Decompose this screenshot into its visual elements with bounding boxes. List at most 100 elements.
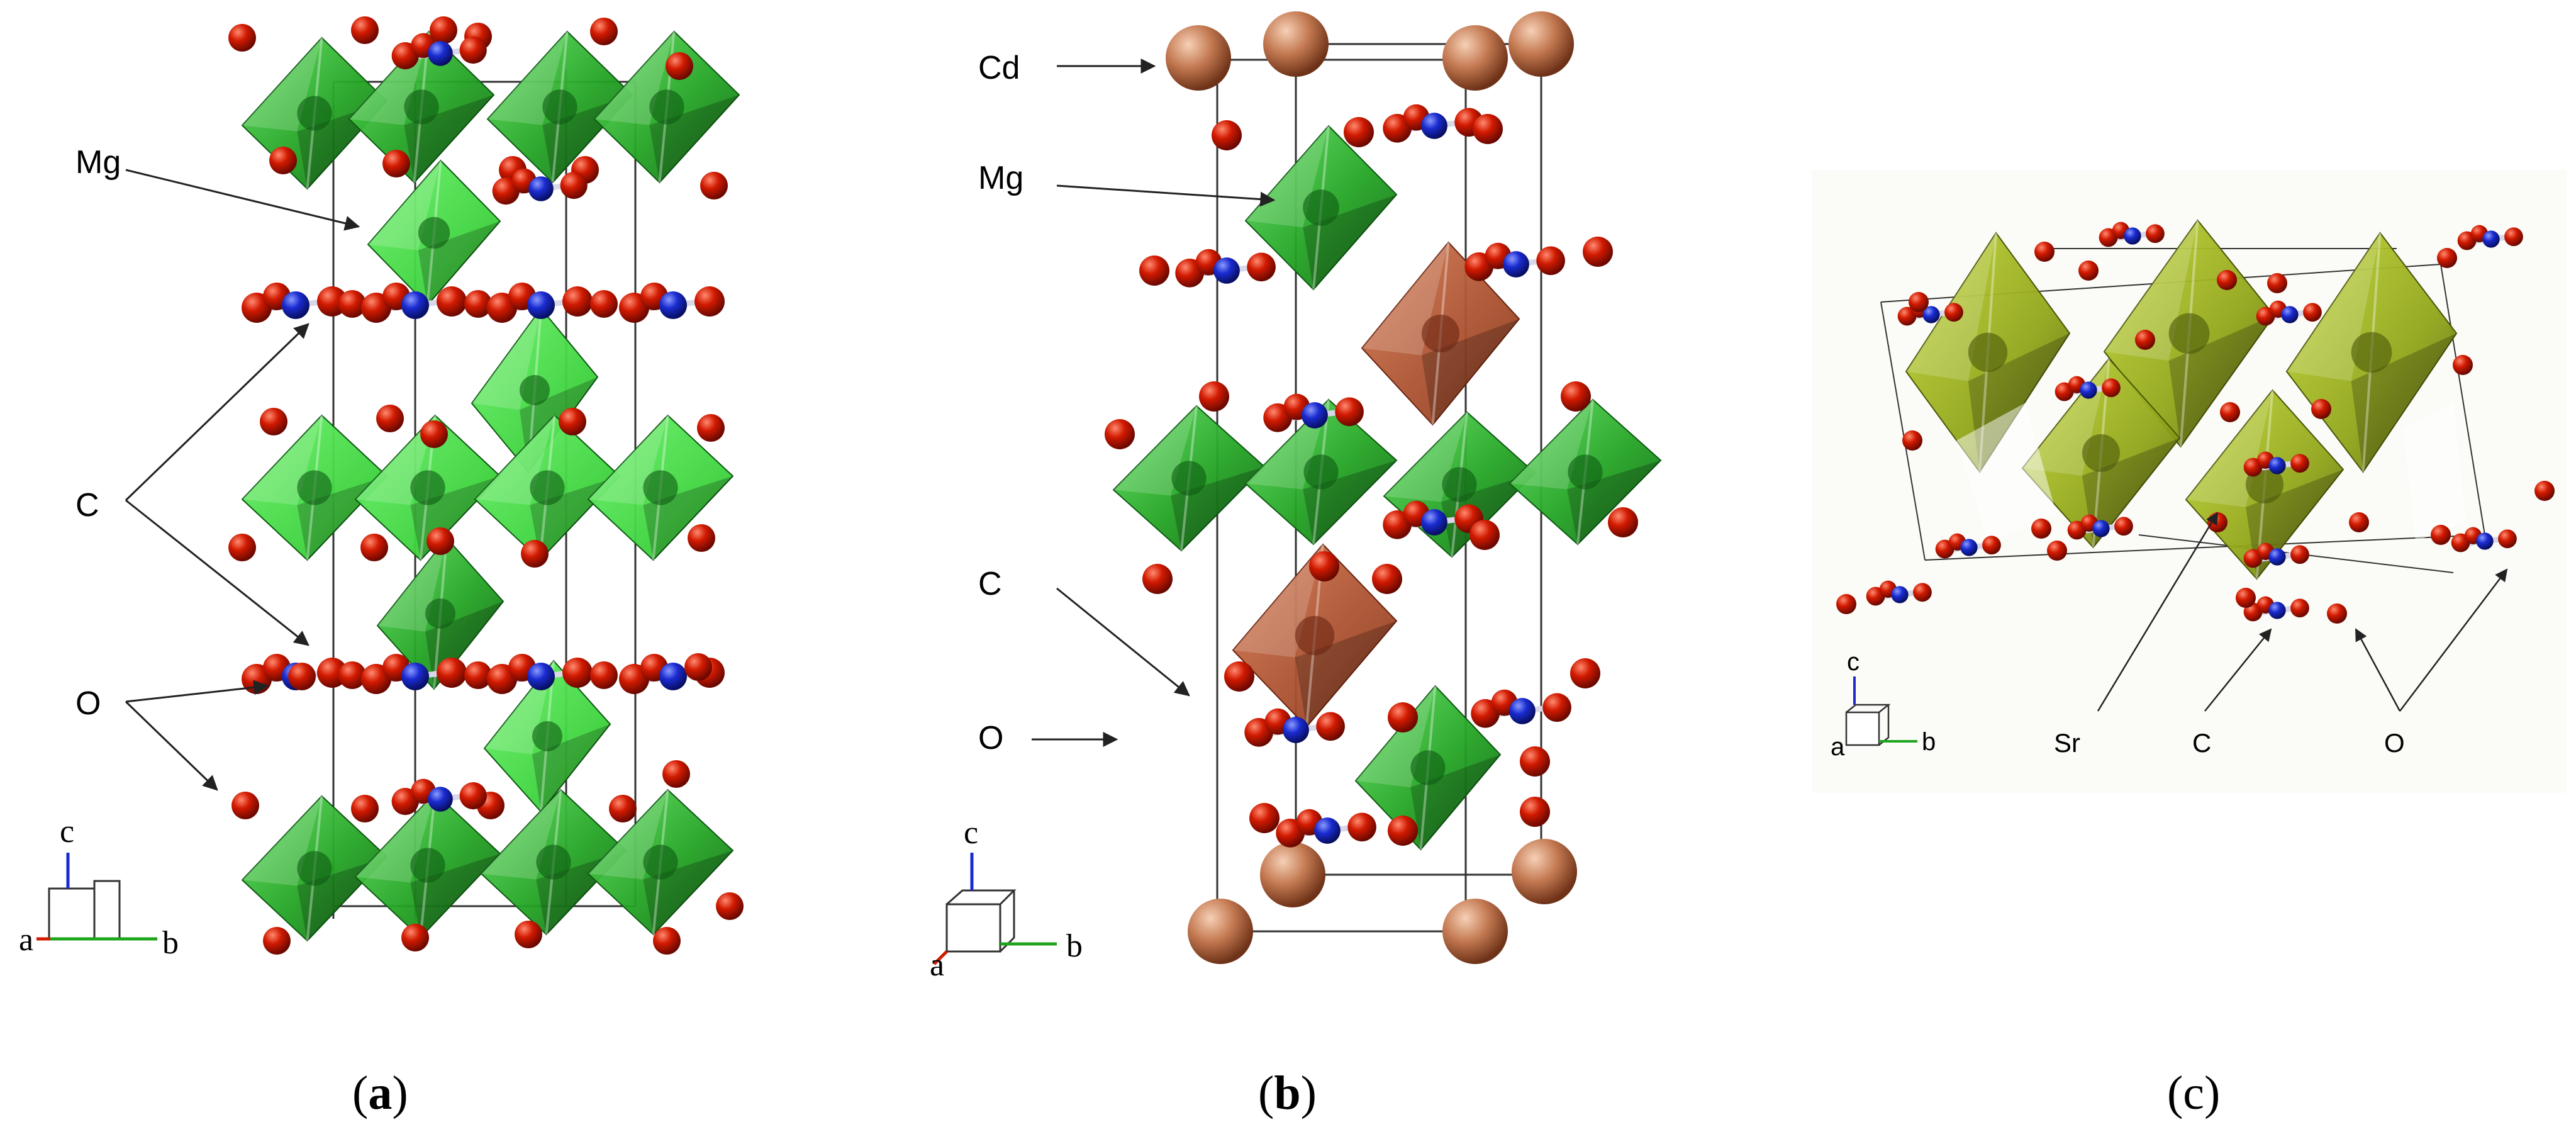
label-o-c: O [2384,728,2405,758]
mg-octahedron [587,788,734,936]
oxygen-atom [1570,658,1600,688]
oxygen-atom [1142,564,1173,594]
oxygen-atom [2290,545,2309,564]
carbon-atom [2092,520,2110,537]
cadmium-atom [1442,25,1508,91]
oxygen-atom [2220,402,2240,422]
o-pointer-a-lower [125,700,218,791]
annotations-c [2097,512,2508,712]
cadmium-atom [1260,842,1325,907]
cadmium-atom [1188,899,1253,964]
cadmium-atom [1508,11,1574,77]
mg-octahedron [367,159,501,306]
oxygen-atom [2534,481,2555,501]
transparent-face [1956,403,2057,541]
oxygen-atom [2031,519,2051,539]
oxygen-atom [360,534,388,561]
carbon-atom [527,663,555,690]
cadmium-atom [1442,899,1508,964]
axis-label-b-b: b [1066,928,1083,964]
label-sr-c: Sr [2054,728,2080,758]
carbon-atom [428,41,453,66]
oxygen-atom [228,534,256,561]
oxygen-atom [662,760,690,788]
oxygen-atom [1316,712,1345,741]
mg-octahedron [486,30,633,184]
oxygen-atom [351,795,379,822]
oxygen-atom [1520,746,1550,777]
c-pointer-b [1056,587,1190,697]
label-o-a: O [75,685,101,722]
carbon-atom [428,787,453,812]
oxygen-atom [559,408,586,435]
label-c-a: C [75,487,99,524]
oxygen-atom [609,795,637,822]
oxygen-atom [2267,273,2287,293]
mg-octahedron [376,537,505,690]
atoms-a [228,16,744,955]
oxygen-atom [684,653,712,681]
mg-octahedron [1508,398,1662,546]
oxygen-atom [1335,397,1364,427]
label-mg-a: Mg [75,144,121,181]
oxygen-atom [1536,246,1565,276]
mg-octahedron [483,659,611,813]
panel-a-structure [228,16,744,955]
axis-label-a-b: a [930,947,944,983]
atoms-b [1105,11,1638,964]
oxygen-atom [2047,541,2067,561]
oxygen-atom [2146,224,2165,244]
oxygen-atom [338,661,366,689]
o-pointer-c-right [2399,568,2508,712]
oxygen-atom [1542,693,1571,722]
sr-pointer-c [2097,512,2219,712]
oxygen-atom [1224,661,1254,692]
octahedra-b [1112,125,1662,851]
oxygen-atom [697,414,725,442]
carbon-atom [1314,817,1341,844]
oxygen-atom [1247,252,1276,282]
axis-label-b-a: b [162,925,179,961]
carbon-atom [527,291,555,319]
oxygen-atom [2504,227,2523,247]
oxygen-atom [1836,594,1856,614]
oxygen-atom [2217,270,2237,290]
carbon-atom [1302,402,1328,429]
carbon-atom [2281,306,2299,323]
caption-b: (b) [1258,1067,1317,1119]
sr-polyhedron [2185,389,2345,580]
carbon-atom [282,291,309,319]
oxygen-atom [1909,292,1929,312]
cadmium-atom [1512,839,1577,904]
oxygen-atom [1309,551,1339,581]
panel-c-structure [1812,170,2567,793]
oxygen-atom [2290,598,2309,618]
oxygen-atom [2498,529,2517,549]
oxygen-atom [338,290,366,318]
annotations-a [125,169,360,791]
oxygen-atom [2349,512,2369,532]
carbon-atom [401,663,429,690]
oxygen-atom [1902,430,1922,451]
o-pointer-c-left [2355,628,2401,712]
mg-octahedron [1112,405,1266,552]
oxygen-atom [2453,355,2473,375]
mg-octahedron [1244,125,1398,291]
oxygen-atom [1608,507,1638,537]
axis-label-a-c: a [1831,733,1845,761]
axis-label-b-c: b [1922,728,1936,756]
mg-pointer-b [1056,184,1276,207]
mg-octahedron [354,792,501,939]
oxygen-atom [437,286,467,317]
oxygen-atom [2114,517,2133,536]
carbon-atom [2268,548,2286,566]
oxygen-atom [2135,330,2155,350]
axis-label-c-a: c [60,814,74,850]
oxygen-atom [666,52,693,80]
carbon-atom [2482,230,2500,248]
carbon-atom [1421,113,1447,139]
oxygen-atom [1347,812,1376,842]
oxygen-atom [1520,797,1550,827]
oxygen-atom [420,420,448,448]
